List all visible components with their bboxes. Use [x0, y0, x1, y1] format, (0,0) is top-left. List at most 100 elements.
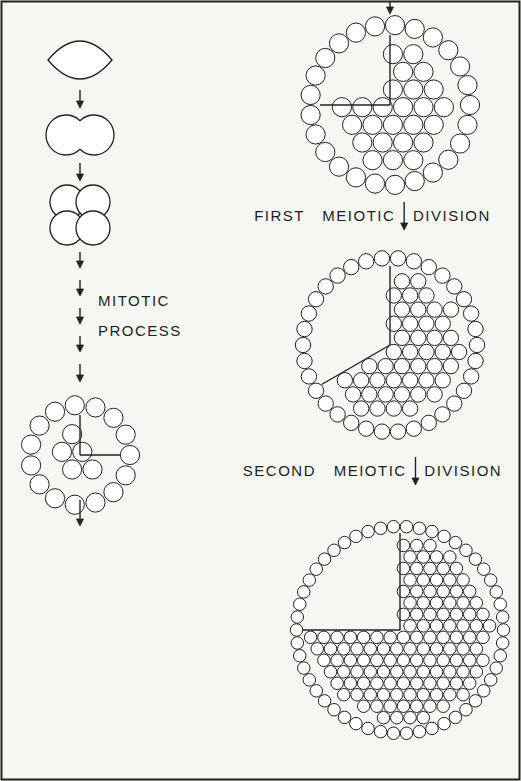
- cell: [344, 654, 356, 666]
- cell: [63, 425, 82, 444]
- arrow-head: [77, 261, 84, 268]
- cell: [316, 142, 335, 161]
- cell: [377, 643, 389, 655]
- cell: [410, 562, 422, 574]
- cell: [318, 695, 330, 707]
- cell: [384, 677, 396, 689]
- arrow-head: [77, 375, 84, 382]
- cell: [421, 259, 436, 274]
- cell: [331, 677, 343, 689]
- cell: [318, 279, 333, 294]
- cell: [430, 620, 442, 632]
- cell: [384, 631, 396, 643]
- cell: [374, 424, 389, 439]
- cut-edge: [389, 35, 390, 105]
- cell: [405, 19, 424, 38]
- cell: [30, 416, 49, 435]
- cell: [345, 387, 360, 402]
- cell: [410, 539, 422, 551]
- cell: [483, 620, 495, 632]
- zygote: [48, 41, 112, 79]
- cut-edge: [399, 533, 400, 630]
- cell: [83, 460, 102, 479]
- cell: [458, 76, 477, 95]
- cell: [338, 536, 350, 548]
- cell: [414, 133, 433, 152]
- cell: [377, 666, 389, 678]
- cell: [417, 711, 429, 723]
- cell: [371, 654, 383, 666]
- cell: [294, 649, 306, 661]
- cell: [404, 574, 416, 586]
- cell: [346, 168, 365, 187]
- cell: [456, 383, 471, 398]
- cell: [353, 98, 372, 117]
- division-arrows: [401, 202, 419, 485]
- cell: [450, 585, 462, 597]
- arrow-head: [77, 289, 84, 296]
- cell: [301, 105, 320, 124]
- cell: [343, 115, 362, 134]
- cell: [484, 574, 496, 586]
- cell: [404, 666, 416, 678]
- cell: [353, 401, 368, 416]
- cell: [386, 373, 401, 388]
- cell: [291, 637, 303, 649]
- process-label: MITOTIC PROCESS: [98, 286, 193, 346]
- label-holder: FIRST MEIOTIC DIVISION: [230, 206, 515, 226]
- cell: [297, 321, 312, 336]
- cell: [316, 48, 335, 67]
- cell: [304, 631, 316, 643]
- cell: [21, 435, 40, 454]
- cell: [496, 611, 508, 623]
- cell: [344, 677, 356, 689]
- cell: [330, 268, 345, 283]
- cut-edge: [389, 266, 390, 345]
- cell: [329, 34, 348, 53]
- cell: [394, 274, 409, 289]
- cell: [297, 353, 312, 368]
- cell: [350, 717, 362, 729]
- cell: [308, 383, 323, 398]
- cell: [463, 677, 475, 689]
- cell: [437, 631, 449, 643]
- cell: [463, 654, 475, 666]
- cell: [449, 536, 461, 548]
- cell: [391, 643, 403, 655]
- cell: [470, 597, 482, 609]
- cell: [419, 344, 434, 359]
- arrow-head: [77, 317, 84, 324]
- cell: [364, 643, 376, 655]
- cell: [86, 398, 105, 417]
- cell: [424, 562, 436, 574]
- cell: [385, 16, 404, 35]
- cell: [443, 330, 458, 345]
- cell: [400, 520, 412, 532]
- cell: [350, 530, 362, 542]
- cell: [470, 643, 482, 655]
- cell: [477, 685, 489, 697]
- cell: [318, 396, 333, 411]
- label-holder: MITOTIC PROCESS: [98, 286, 193, 346]
- cell: [424, 539, 436, 551]
- cell: [463, 585, 475, 597]
- cell: [385, 175, 404, 194]
- cell: [443, 358, 458, 373]
- cell: [417, 551, 429, 563]
- cell: [397, 677, 409, 689]
- cell: [439, 150, 458, 169]
- cell: [406, 254, 421, 269]
- cell: [311, 643, 323, 655]
- cell: [346, 23, 365, 42]
- cell: [430, 574, 442, 586]
- cell: [457, 643, 469, 655]
- cell: [362, 722, 374, 734]
- arrow-head: [412, 478, 419, 485]
- cell: [404, 151, 423, 170]
- cell: [413, 725, 425, 737]
- cell: [451, 344, 466, 359]
- cell: [424, 115, 443, 134]
- cell: [439, 41, 458, 60]
- cell: [450, 654, 462, 666]
